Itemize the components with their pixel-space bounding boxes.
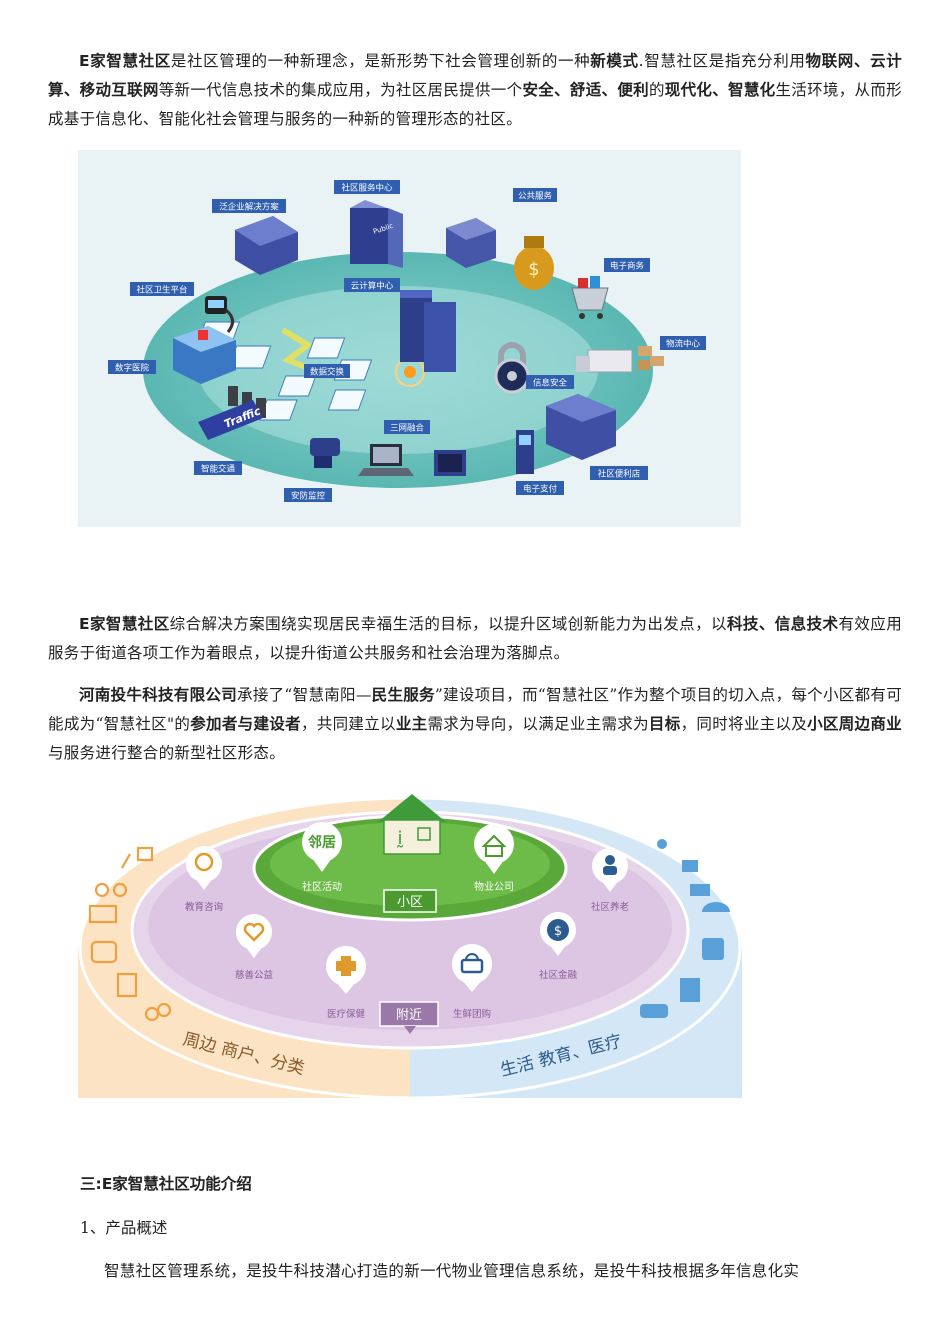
elderly-pin <box>592 848 628 892</box>
convenience-store-icon <box>546 394 616 460</box>
delivery-truck-icon <box>690 884 710 896</box>
intro-paragraph: E家智慧社区是社区管理的一种新理念，是新形势下社会管理创新的一种新模式.智慧社区… <box>48 52 902 128</box>
first-aid-icon <box>702 938 724 960</box>
enterprise-building-icon <box>235 216 298 275</box>
svg-text:$: $ <box>554 924 562 939</box>
security-camera-icon <box>310 438 340 468</box>
hospital-building-icon <box>173 326 236 384</box>
umbrella-icon <box>702 902 730 912</box>
svg-text:ḭ: ḭ <box>396 828 403 849</box>
laptop-outline-icon <box>88 904 118 924</box>
gift-icon <box>682 860 698 872</box>
label-ecommerce: 电子商务 <box>610 261 645 272</box>
bell-icon <box>657 839 667 849</box>
company-paragraph: 河南投牛科技有限公司承接了“智慧南阳—民生服务”建设项目，而“智慧社区”作为整个… <box>48 686 902 762</box>
service-center-tower-icon <box>350 200 403 268</box>
community-services-diagram: ḭ 邻居 社区活动 物业公司 小区 教育咨询 社区养老 <box>78 778 742 1108</box>
notepad-icon <box>136 846 154 862</box>
label-property-company: 物业公司 <box>474 880 514 893</box>
pen-icon <box>121 853 131 869</box>
logistics-truck-icon <box>576 346 664 373</box>
label-public-service: 公共服务 <box>518 191 553 202</box>
label-nearby: 附近 <box>396 1008 422 1023</box>
education-pin <box>186 846 222 890</box>
television-icon <box>434 450 466 476</box>
vacuum-icon <box>90 940 118 964</box>
laptop-icon <box>358 444 414 476</box>
healthcare-pin <box>326 946 366 994</box>
shopping-cart-icon <box>571 276 609 319</box>
label-data-exchange: 数据交换 <box>310 367 345 378</box>
traffic-lights-icon: Traffic <box>198 386 266 440</box>
label-info-security: 信息安全 <box>533 378 568 389</box>
smart-community-svg: $ <box>108 180 706 502</box>
section-heading: 三:E家智慧社区功能介绍 <box>80 1175 252 1193</box>
label-digital-hospital: 数字医院 <box>115 363 150 374</box>
house-icon: ḭ <box>378 794 446 855</box>
label-education: 教育咨询 <box>185 901 223 913</box>
public-service-building-icon <box>446 218 496 268</box>
taxi-icon <box>640 1004 668 1018</box>
label-e-payment: 电子支付 <box>523 484 558 495</box>
label-charity: 慈善公益 <box>235 969 274 981</box>
label-convenience-store: 社区便利店 <box>598 469 641 480</box>
calculator-icon <box>116 972 138 998</box>
label-logistics: 物流中心 <box>666 339 701 350</box>
bicycle-icon <box>94 882 110 898</box>
label-fresh-group: 生鲜团购 <box>453 1008 491 1020</box>
community-services-svg: ḭ 邻居 社区活动 物业公司 小区 教育咨询 社区养老 <box>78 794 742 1100</box>
label-triple-network: 三网融合 <box>390 423 425 434</box>
finance-pin: $ <box>540 912 576 956</box>
label-finance: 社区金融 <box>539 969 578 981</box>
smart-community-diagram: $ <box>78 150 741 527</box>
property-company-pin <box>474 824 514 874</box>
label-community-service-center: 社区服务中心 <box>341 183 393 194</box>
label-healthcare: 医疗保健 <box>327 1008 366 1020</box>
payment-kiosk-icon <box>516 430 534 474</box>
svg-text:邻居: 邻居 <box>308 834 336 851</box>
fresh-group-pin <box>452 944 492 992</box>
server-rack-icon <box>400 290 456 372</box>
label-community-activity: 社区活动 <box>302 880 342 893</box>
svg-text:$: $ <box>528 259 539 280</box>
money-bag-icon: $ <box>514 236 554 290</box>
label-security-monitor: 安防监控 <box>291 491 326 502</box>
people-icon <box>144 1006 160 1022</box>
label-elderly: 社区养老 <box>591 901 630 913</box>
books-icon <box>680 978 700 1002</box>
label-enterprise-solutions: 泛企业解决方案 <box>219 202 279 213</box>
subsection-title: 1、产品概述 <box>80 1219 168 1237</box>
neighbor-pin: 邻居 <box>302 822 342 872</box>
blood-pressure-meter-icon <box>205 296 234 333</box>
data-hub-icon <box>404 366 416 378</box>
label-xiaoqu: 小区 <box>397 895 423 910</box>
label-cloud-center: 云计算中心 <box>351 281 394 292</box>
charity-pin <box>236 914 272 958</box>
overview-paragraph: 智慧社区管理系统，是投牛科技潜心打造的新一代物业管理信息系统，是投牛科技根据多年… <box>104 1262 800 1280</box>
label-smart-traffic: 智能交通 <box>201 464 236 475</box>
label-community-health: 社区卫生平台 <box>136 285 187 296</box>
solution-paragraph: E家智慧社区综合解决方案围绕实现居民幸福生活的目标，以提升区域创新能力为出发点，… <box>48 615 903 662</box>
